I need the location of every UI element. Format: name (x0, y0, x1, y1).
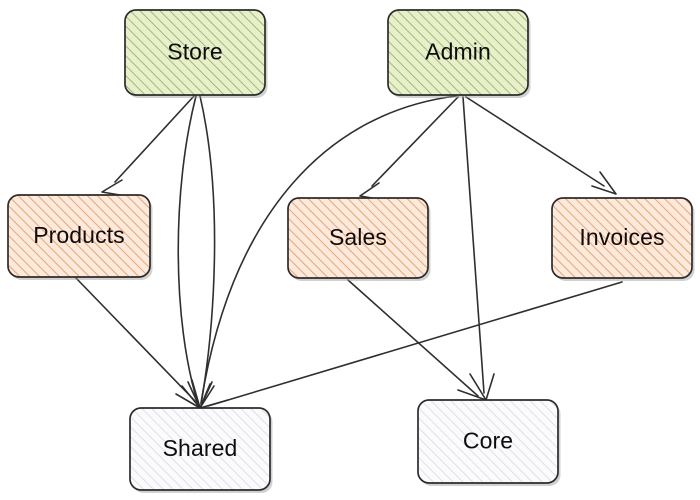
edge-line (371, 96, 459, 187)
node-core[interactable]: Core (417, 399, 561, 486)
node-box[interactable] (129, 407, 271, 491)
node-invoices[interactable]: Invoices (551, 197, 695, 281)
edge-store-products (101, 95, 195, 197)
node-label: Products (33, 222, 125, 248)
edge-line (199, 95, 216, 405)
edge-line (462, 96, 485, 394)
node-label: Store (167, 39, 222, 65)
node-box[interactable] (417, 399, 559, 484)
node-box[interactable] (387, 9, 529, 96)
node-box[interactable] (287, 197, 429, 279)
node-shared[interactable]: Shared (129, 407, 273, 493)
node-products[interactable]: Products (7, 194, 153, 280)
node-label: Shared (163, 435, 238, 461)
edge-line (465, 96, 605, 187)
arrow-head-icon (591, 171, 617, 195)
node-label: Core (463, 428, 513, 454)
node-box[interactable] (551, 197, 693, 279)
edge-admin-invoices (465, 96, 617, 195)
node-admin[interactable]: Admin (387, 9, 531, 98)
node-label: Admin (425, 39, 491, 65)
edge-store-shared-b (187, 95, 216, 409)
edge-admin-core (462, 96, 495, 401)
arrow-head-icon (101, 179, 127, 197)
node-label: Invoices (579, 224, 664, 250)
arrow-head-icon (175, 381, 201, 409)
edge-line (207, 281, 623, 407)
node-box[interactable] (7, 194, 151, 278)
node-label: Sales (329, 224, 387, 250)
edge-line (177, 95, 199, 405)
edge-line (347, 279, 479, 397)
node-box[interactable] (124, 9, 266, 96)
edge-line (75, 277, 197, 403)
edge-admin-sales (359, 96, 459, 201)
edge-line (114, 95, 195, 183)
node-sales[interactable]: Sales (287, 197, 431, 281)
edge-sales-core (347, 279, 487, 405)
node-store[interactable]: Store (124, 9, 268, 98)
edges-layer (75, 95, 623, 413)
edge-invoices-shared (199, 281, 623, 413)
edge-line (200, 95, 457, 404)
edge-products-shared (75, 277, 201, 409)
arrow-head-icon (469, 373, 495, 401)
edge-store-shared-a (177, 95, 211, 409)
